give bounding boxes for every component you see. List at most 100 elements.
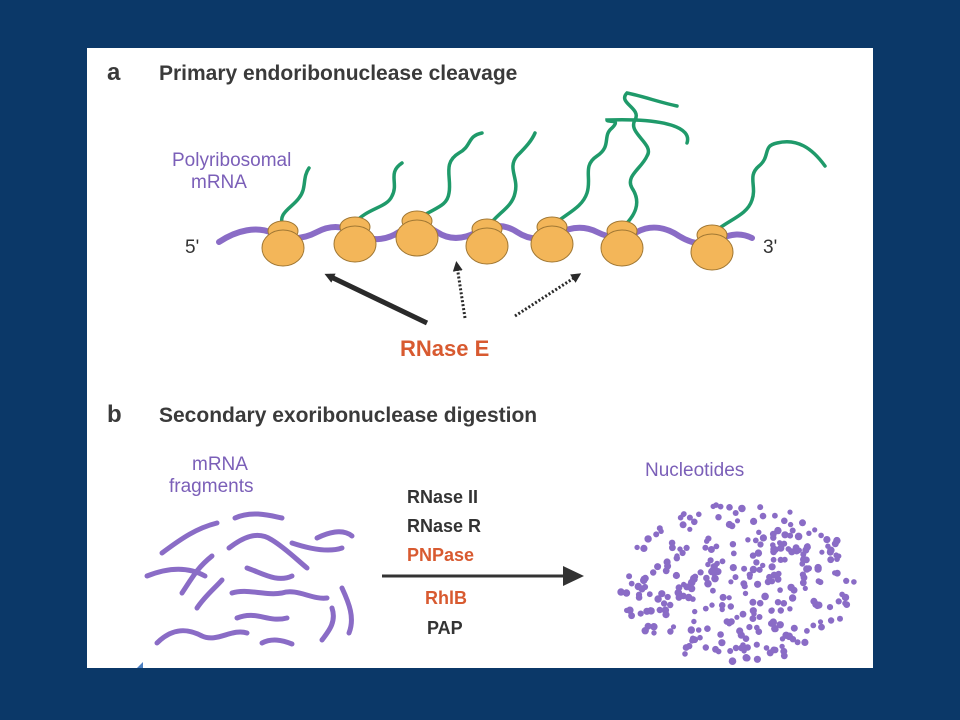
nucleotide-dot — [819, 549, 825, 555]
nucleotide-dot — [696, 511, 702, 518]
mrna-fragment — [244, 565, 295, 581]
nucleotide-dot — [682, 651, 688, 657]
nucleotide-dot — [774, 599, 782, 606]
fragments-label-line2: fragments — [169, 476, 253, 497]
nucleotide-dot — [789, 527, 796, 534]
nucleotide-dot — [801, 638, 809, 647]
nucleotide-dot — [760, 562, 766, 569]
nucleotide-dot — [753, 559, 760, 566]
nucleotide-dot — [685, 593, 693, 602]
nucleotide-dot — [805, 565, 812, 572]
nucleotide-dot — [679, 521, 687, 529]
nucleotide-dot — [744, 644, 751, 651]
nucleotide-dot — [713, 543, 720, 550]
nucleotide-dot — [732, 510, 739, 516]
mrna-fragment — [319, 605, 336, 643]
nucleotides-label: Nucleotides — [645, 460, 744, 481]
nucleotide-dot — [734, 518, 741, 524]
digestion-arrow-head — [563, 566, 584, 586]
nucleotide-dot — [716, 568, 722, 574]
nucleotide-dot — [768, 607, 775, 614]
mrna-fragment — [289, 540, 345, 553]
nucleotide-dot — [755, 628, 763, 635]
nucleotide-dot — [687, 626, 695, 634]
mrna-label: mRNA — [191, 172, 247, 193]
nucleotide-dot — [691, 636, 699, 644]
peptide-chain — [279, 166, 311, 228]
nucleotide-dot — [663, 558, 671, 566]
figure-panel: a Primary endoribonuclease cleavage Poly… — [87, 48, 873, 668]
nucleotide-dot — [658, 590, 666, 598]
nucleotide-dot — [719, 558, 726, 565]
nucleotide-dot — [817, 619, 824, 625]
nucleotide-dot — [658, 528, 664, 534]
nucleotide-dot — [668, 539, 676, 547]
nucleotide-dot — [740, 642, 746, 648]
nucleotide-dot — [754, 549, 763, 557]
nucleotide-dot — [753, 655, 762, 663]
nucleotide-dot — [670, 624, 677, 630]
nucleotide-dot — [810, 597, 818, 605]
peptide-chain — [620, 91, 679, 230]
nucleotide-dot — [730, 550, 737, 557]
nucleotide-dot — [787, 521, 794, 528]
mrna-fragment — [144, 566, 208, 579]
nucleotide-dot — [653, 531, 660, 538]
nucleotide-dot — [691, 618, 697, 625]
mrna-fragment — [339, 585, 354, 636]
nucleotide-dot — [702, 644, 709, 651]
nucleotide-dot — [660, 600, 668, 607]
nucleotide-dot — [771, 646, 779, 654]
mrna-fragment — [259, 637, 295, 647]
nucleotide-dot — [626, 606, 634, 614]
mrna-fragment — [234, 612, 290, 622]
nucleotide-dot — [749, 565, 758, 574]
nucleotide-dot — [769, 530, 777, 538]
nucleotide-dot — [739, 610, 747, 618]
nucleotide-dot — [777, 587, 783, 593]
nucleotide-dot — [617, 588, 625, 596]
nucleotide-dot — [707, 557, 714, 564]
nucleotide-dot — [628, 612, 635, 620]
nucleotide-dot — [705, 561, 711, 568]
nucleotide-dot — [749, 598, 757, 606]
nucleotide-dot — [704, 579, 712, 588]
nucleotide-dot — [827, 556, 835, 564]
enzyme-list: RNase II RNase R PNPase RhlB PAP — [407, 487, 481, 638]
nucleotide-dot — [851, 579, 857, 585]
nucleotide-dot — [746, 624, 753, 631]
nucleotide-dot — [686, 514, 693, 521]
ribosome — [395, 210, 439, 257]
nucleotide-dot — [719, 593, 727, 601]
nucleotide-dot — [826, 604, 834, 611]
nucleotide-dot — [697, 569, 704, 576]
nucleotide-dot — [732, 644, 740, 652]
nucleotide-dot — [635, 591, 643, 598]
mrna-fragment — [229, 588, 330, 601]
mrna-fragment — [314, 529, 355, 541]
nucleotide-dot — [650, 569, 657, 576]
nucleotide-dot — [681, 581, 687, 588]
nucleotide-dot — [711, 574, 719, 583]
nucleotide-dot — [770, 556, 777, 563]
ribosome — [261, 220, 305, 267]
nucleotide-dot — [843, 577, 850, 585]
nucleotide-dot — [695, 627, 702, 633]
nucleotide-dot — [803, 543, 811, 551]
nucleotide-dot — [771, 624, 779, 633]
nucleotide-dot — [672, 571, 681, 580]
nucleotide-dot — [780, 600, 788, 607]
nucleotide-dot — [757, 541, 764, 548]
mrna-fragment — [159, 520, 220, 556]
nucleotide-dot — [680, 512, 686, 518]
nucleotide-dot — [802, 585, 808, 592]
nucleotide-dot — [779, 636, 786, 642]
enzyme-rnase-r: RNase R — [407, 516, 481, 536]
nucleotide-dot — [818, 532, 824, 539]
nucleotide-dot — [691, 518, 698, 526]
cleavage-arrow-solid — [324, 273, 429, 326]
nucleotide-dot — [654, 595, 662, 603]
nucleotide-dot — [781, 517, 788, 525]
nucleotide-dot — [726, 504, 733, 511]
nucleotide-dot — [728, 657, 737, 665]
